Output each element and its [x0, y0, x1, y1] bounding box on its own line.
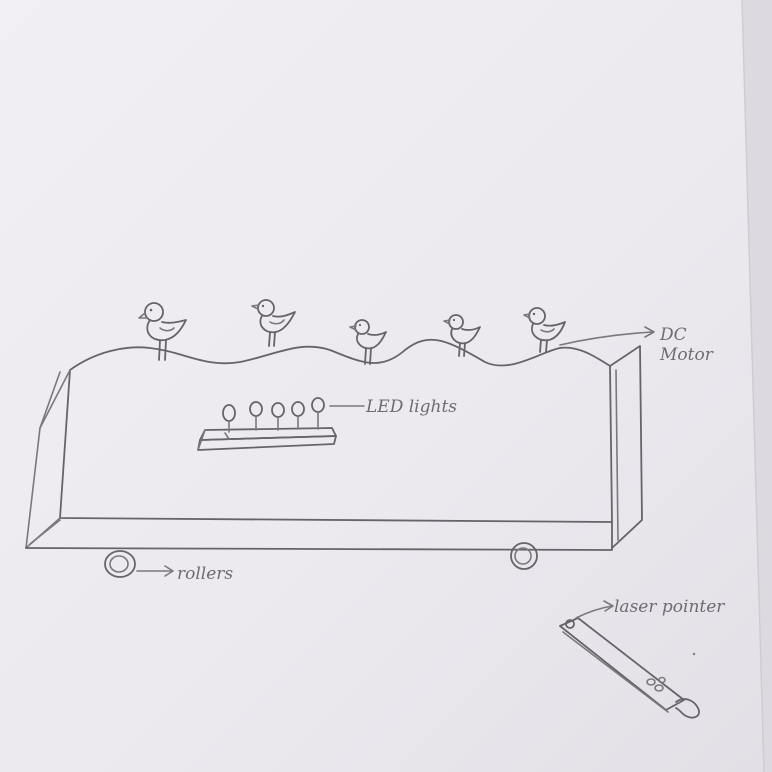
led-lights-label: LED lights: [365, 397, 457, 417]
pencil-speck: [693, 653, 695, 655]
dc-motor-label-line1: DC: [659, 325, 687, 345]
rollers-label: rollers: [177, 564, 233, 584]
laser-pointer-label: laser pointer: [614, 597, 725, 617]
dc-motor-label-line2: Motor: [659, 345, 714, 365]
